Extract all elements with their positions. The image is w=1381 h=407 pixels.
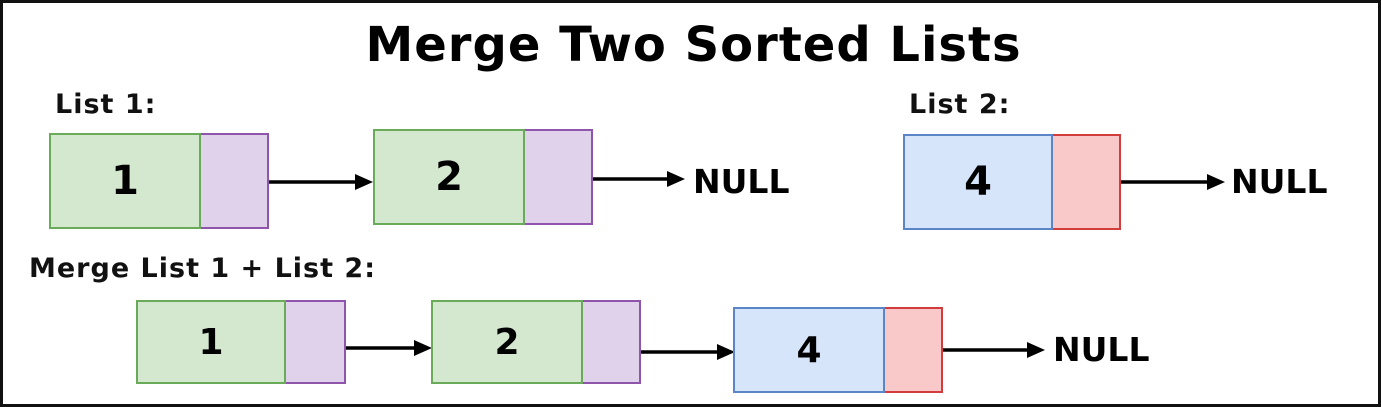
list1-node-1: 1 bbox=[49, 133, 269, 229]
list2-node-1: 4 bbox=[903, 134, 1121, 230]
list1-node-2: 2 bbox=[373, 129, 593, 225]
list2-label: List 2: bbox=[909, 89, 1011, 120]
merged-arrow-2 bbox=[641, 342, 735, 368]
merged-label: Merge List 1 + List 2: bbox=[29, 253, 377, 284]
list1-node-2-value: 2 bbox=[373, 129, 525, 225]
merged-node-3-pointer bbox=[885, 307, 943, 393]
merged-node-3-value: 4 bbox=[733, 307, 885, 393]
list2-arrow-null bbox=[1121, 172, 1225, 198]
list1-node-1-pointer bbox=[201, 133, 269, 229]
list2-null-terminator: NULL bbox=[1231, 162, 1328, 201]
list1-node-2-pointer bbox=[525, 129, 593, 225]
merged-arrow-1 bbox=[346, 338, 432, 364]
merged-node-2-value: 2 bbox=[431, 300, 583, 384]
merged-node-1-value: 1 bbox=[136, 300, 286, 384]
list1-node-1-value: 1 bbox=[49, 133, 201, 229]
list1-label: List 1: bbox=[55, 89, 157, 120]
list2-node-1-value: 4 bbox=[903, 134, 1053, 230]
merged-node-1: 1 bbox=[136, 300, 346, 384]
list1-arrow-null bbox=[593, 169, 685, 195]
merged-node-2: 2 bbox=[431, 300, 641, 384]
list2-node-1-pointer bbox=[1053, 134, 1121, 230]
merged-node-2-pointer bbox=[583, 300, 641, 384]
page-title: Merge Two Sorted Lists bbox=[365, 17, 1022, 73]
merged-null-terminator: NULL bbox=[1053, 330, 1150, 369]
list1-arrow-1 bbox=[269, 172, 373, 198]
merged-node-1-pointer bbox=[286, 300, 346, 384]
merged-arrow-null bbox=[943, 340, 1045, 366]
list1-null-terminator: NULL bbox=[693, 162, 790, 201]
merged-node-3: 4 bbox=[733, 307, 943, 393]
